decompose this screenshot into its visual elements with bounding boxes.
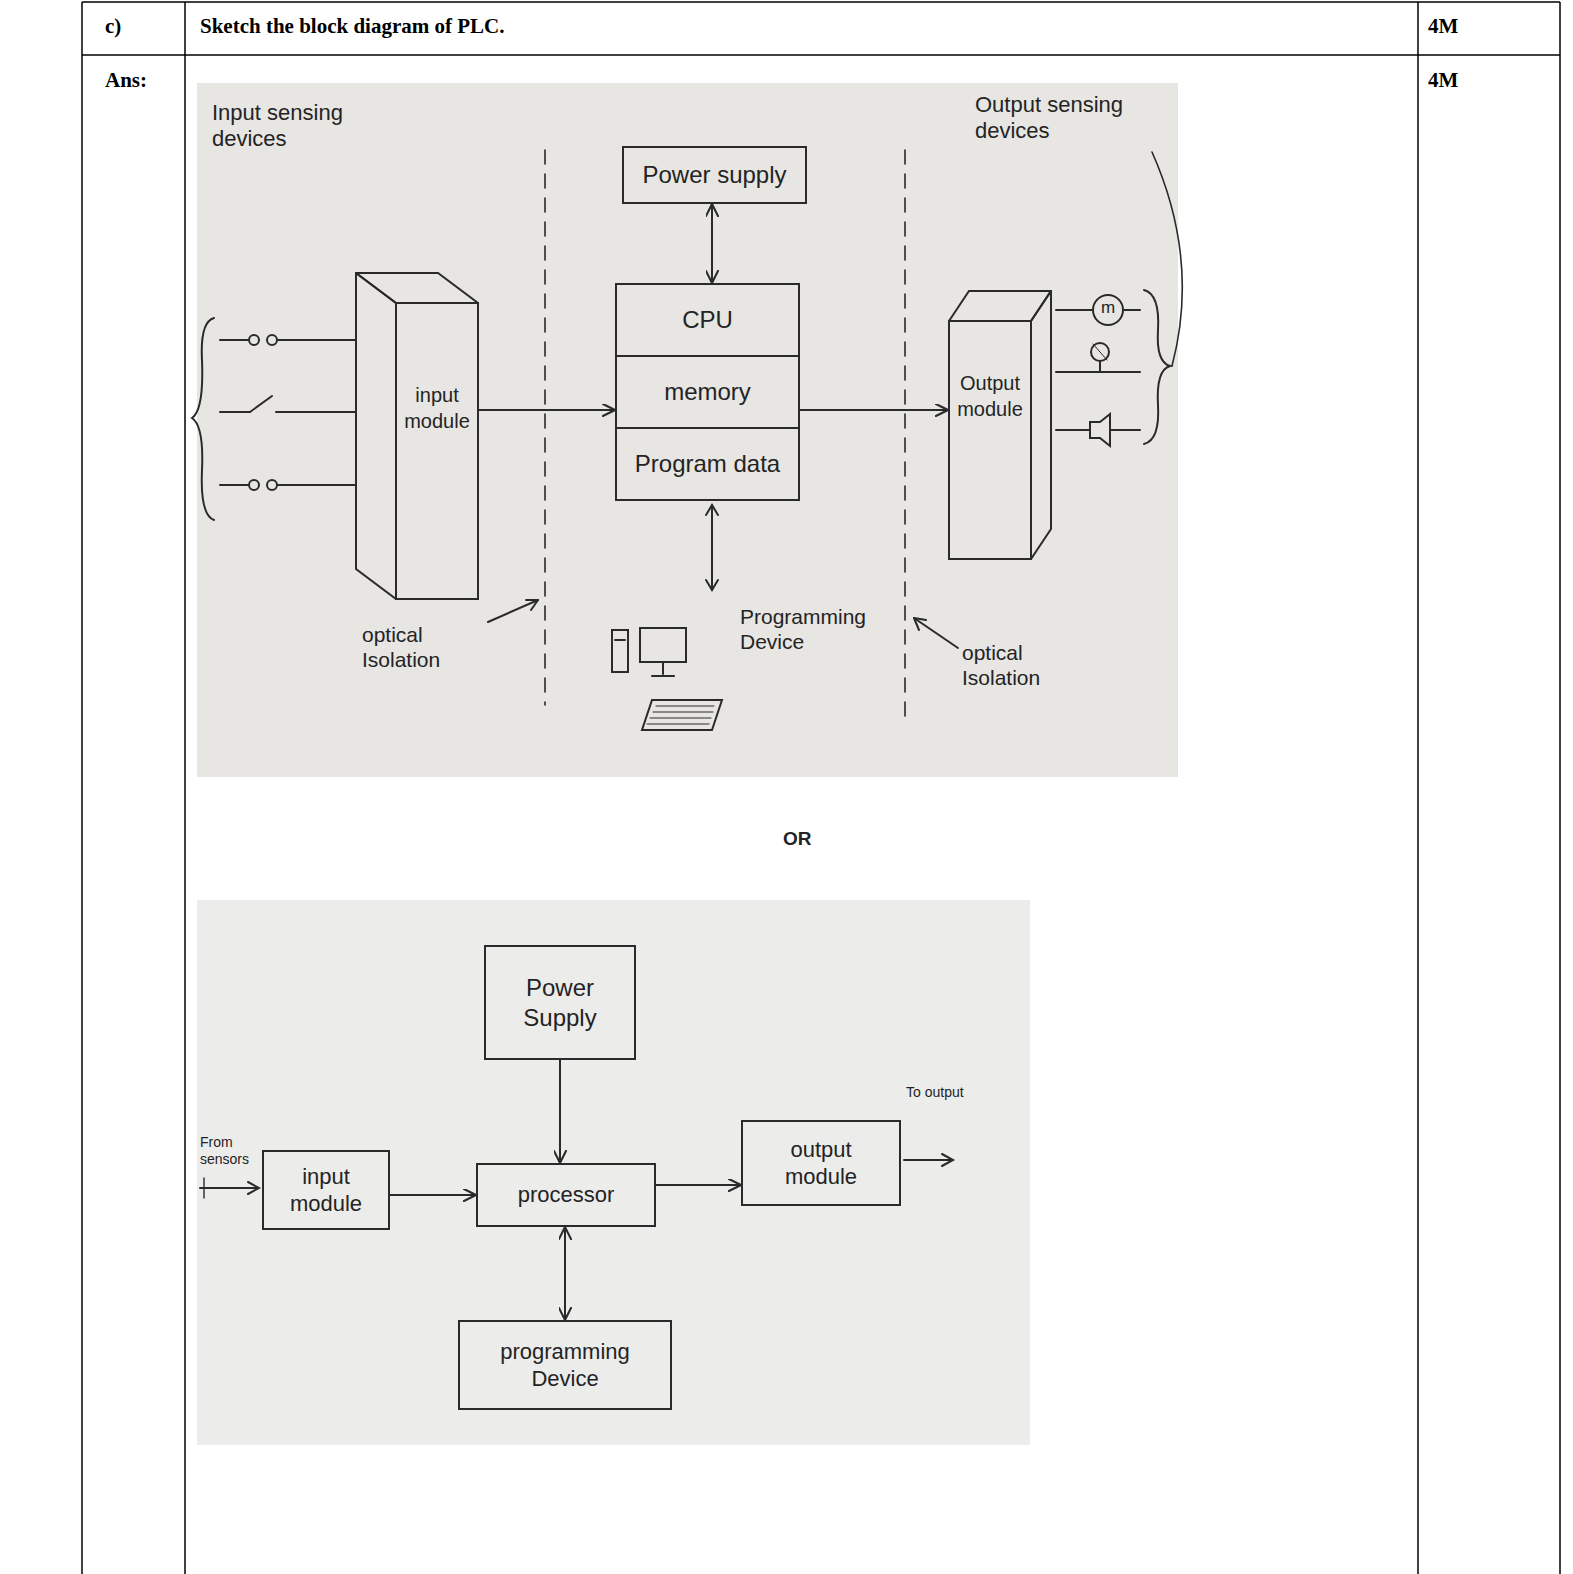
photo-ground: [197, 83, 1178, 777]
brace: [192, 318, 214, 520]
isolation-label: optical Isolation: [362, 622, 486, 672]
isolation-label: optical Isolation: [962, 640, 1086, 690]
block-box: processor: [476, 1163, 656, 1227]
connector-arrow: [479, 409, 615, 411]
table-grid: [82, 2, 1560, 1574]
brace: [1144, 290, 1170, 444]
cpu-section: CPU: [617, 285, 798, 355]
question-text: Sketch the block diagram of PLC.: [200, 14, 505, 39]
box-label: input module: [274, 1163, 378, 1218]
block-box: Power supply: [622, 146, 807, 204]
device-label: Output sensing devices: [975, 92, 1135, 145]
connector-arrow: [800, 409, 948, 411]
module-face: [1031, 291, 1051, 559]
question-number: c): [105, 14, 121, 39]
sketch-lines: [192, 150, 1182, 1198]
cpu-section: Program data: [617, 427, 798, 499]
marks: 4M: [1428, 14, 1458, 39]
module-face: [949, 291, 1051, 321]
module-face: [949, 321, 1031, 559]
signal-label: From sensors: [200, 1134, 266, 1168]
box-label: programming Device: [470, 1338, 660, 1393]
module-face: [356, 273, 396, 599]
block-box: Power Supply: [484, 945, 636, 1060]
box-label: output module: [753, 1136, 889, 1191]
block-box: programming Device: [458, 1320, 672, 1410]
block-box: input module: [262, 1150, 390, 1230]
connector-arrow: [564, 1227, 566, 1320]
motor-letter: m: [1099, 298, 1117, 318]
signal-label: To output: [906, 1084, 970, 1101]
marks: 4M: [1428, 68, 1458, 93]
module-box: input module: [355, 272, 479, 600]
cpu-section: memory: [617, 355, 798, 427]
cpu-block: CPUmemoryProgram data: [615, 283, 800, 501]
device-label: Input sensing devices: [212, 100, 382, 153]
module-face: [396, 303, 478, 599]
module-outline: [355, 272, 479, 600]
module-outline: [948, 290, 1052, 560]
answer-tag: Ans:: [105, 68, 147, 93]
box-label: Power supply: [642, 160, 786, 190]
connector-arrow: [559, 1060, 561, 1163]
block-box: output module: [741, 1120, 901, 1206]
module-label: input module: [400, 272, 474, 434]
module-face: [356, 273, 478, 303]
box-label: Power Supply: [496, 973, 624, 1033]
connector-arrow: [711, 204, 713, 283]
connector-arrow: [390, 1194, 476, 1196]
connector-arrow: [656, 1184, 741, 1186]
device-label: Programming Device: [740, 604, 890, 654]
photo-ground: [197, 900, 1030, 1445]
box-label: processor: [518, 1181, 615, 1209]
module-box: Output module: [948, 290, 1052, 560]
module-label: Output module: [953, 290, 1027, 422]
or-separator: OR: [783, 828, 812, 851]
